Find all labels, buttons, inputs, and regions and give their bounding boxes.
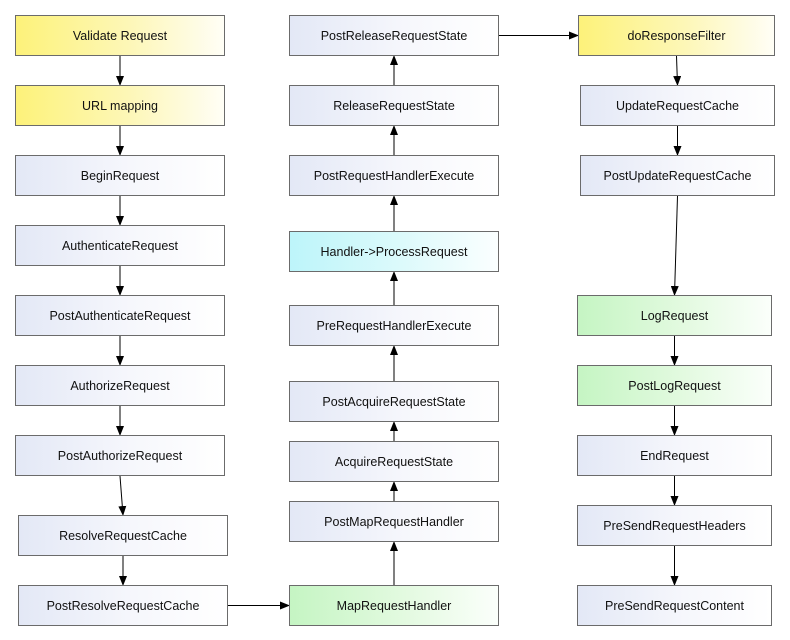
node-post-authorize-request: PostAuthorizeRequest bbox=[15, 435, 225, 476]
node-map-request-handler: MapRequestHandler bbox=[289, 585, 499, 626]
arrow-post-update-request-cache-to-log-request bbox=[670, 195, 679, 296]
node-post-request-handler-execute: PostRequestHandlerExecute bbox=[289, 155, 499, 196]
node-update-request-cache: UpdateRequestCache bbox=[580, 85, 775, 126]
node-url-mapping: URL mapping bbox=[15, 85, 225, 126]
node-resolve-request-cache: ResolveRequestCache bbox=[18, 515, 228, 556]
node-post-update-request-cache: PostUpdateRequestCache bbox=[580, 155, 775, 196]
node-release-request-state: ReleaseRequestState bbox=[289, 85, 499, 126]
node-log-request: LogRequest bbox=[577, 295, 772, 336]
node-post-log-request: PostLogRequest bbox=[577, 365, 772, 406]
node-handler-process-request: Handler->ProcessRequest bbox=[289, 231, 499, 272]
node-pre-send-request-content: PreSendRequestContent bbox=[577, 585, 772, 626]
node-post-release-request-state: PostReleaseRequestState bbox=[289, 15, 499, 56]
node-authorize-request: AuthorizeRequest bbox=[15, 365, 225, 406]
node-do-response-filter: doResponseFilter bbox=[578, 15, 775, 56]
arrow-post-authorize-request-to-resolve-request-cache bbox=[118, 475, 127, 516]
node-authenticate-request: AuthenticateRequest bbox=[15, 225, 225, 266]
node-post-map-request-handler: PostMapRequestHandler bbox=[289, 501, 499, 542]
node-acquire-request-state: AcquireRequestState bbox=[289, 441, 499, 482]
node-pre-request-handler-execute: PreRequestHandlerExecute bbox=[289, 305, 499, 346]
node-pre-send-request-headers: PreSendRequestHeaders bbox=[577, 505, 772, 546]
node-end-request: EndRequest bbox=[577, 435, 772, 476]
node-post-resolve-request-cache: PostResolveRequestCache bbox=[18, 585, 228, 626]
node-post-authenticate-request: PostAuthenticateRequest bbox=[15, 295, 225, 336]
node-validate-request: Validate Request bbox=[15, 15, 225, 56]
node-begin-request: BeginRequest bbox=[15, 155, 225, 196]
node-post-acquire-request-state: PostAcquireRequestState bbox=[289, 381, 499, 422]
arrow-do-response-filter-to-update-request-cache bbox=[673, 55, 682, 86]
